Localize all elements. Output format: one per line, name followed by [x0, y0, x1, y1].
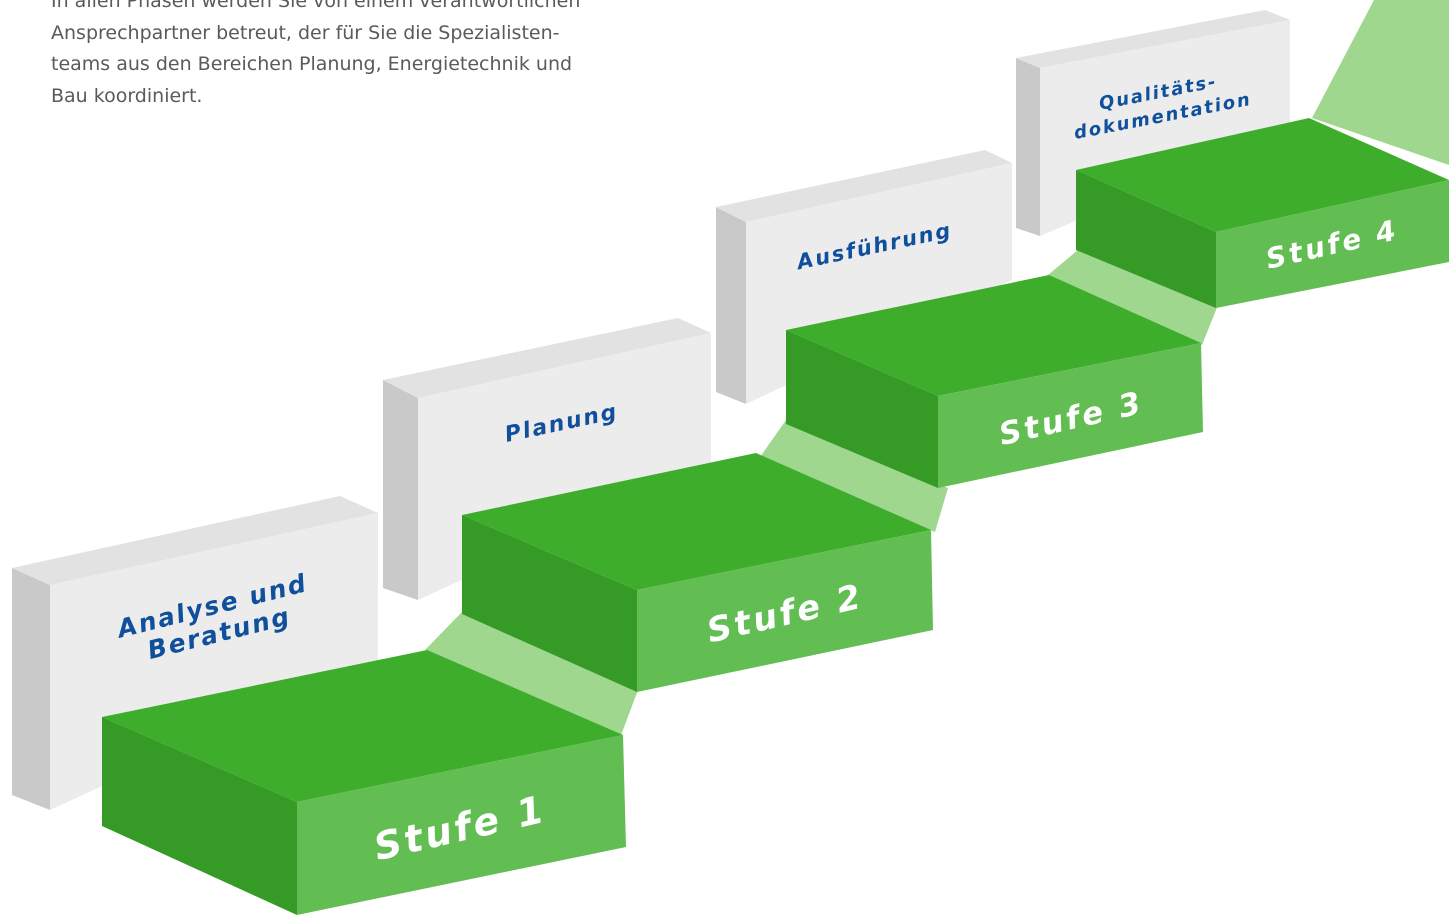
intro-line: Bau koordiniert.: [51, 84, 203, 107]
step-3: Stufe 3: [786, 275, 1203, 488]
step-connector: [758, 420, 948, 532]
top-light-beam: [1312, 0, 1449, 165]
step-top: [462, 453, 931, 590]
intro-paragraph: In allen Phasen werden Sie von einem ver…: [51, 0, 671, 112]
intro-line: teams aus den Bereichen Planung, Energie…: [51, 53, 573, 76]
step-connector: [1048, 250, 1218, 345]
panel-top: [1016, 10, 1290, 68]
intro-line: In allen Phasen werden Sie von einem ver…: [51, 0, 581, 12]
panel-top: [12, 496, 378, 585]
panel-side: [1016, 58, 1040, 236]
panel-side: [716, 207, 746, 404]
step-front: [637, 530, 933, 692]
panel-side: [12, 568, 50, 810]
step-top: [786, 275, 1201, 396]
step-side: [462, 515, 637, 692]
step-side: [1076, 170, 1216, 308]
panel-top: [716, 150, 1012, 222]
step-2: Stufe 2: [462, 453, 933, 692]
step-front: [297, 735, 626, 915]
step-4: Stufe 4: [1076, 118, 1449, 308]
panel-side: [383, 380, 418, 600]
step-side: [102, 717, 297, 915]
step-top: [1076, 118, 1449, 232]
step-1: Stufe 1: [102, 650, 626, 915]
step-front: [938, 343, 1203, 488]
intro-line: Ansprechpartner betreut, der für Sie die…: [51, 21, 560, 44]
panel-top: [383, 318, 711, 398]
step-side: [786, 330, 938, 488]
step-top: [102, 650, 623, 802]
step-connector: [425, 612, 638, 738]
step-front: [1216, 180, 1449, 308]
